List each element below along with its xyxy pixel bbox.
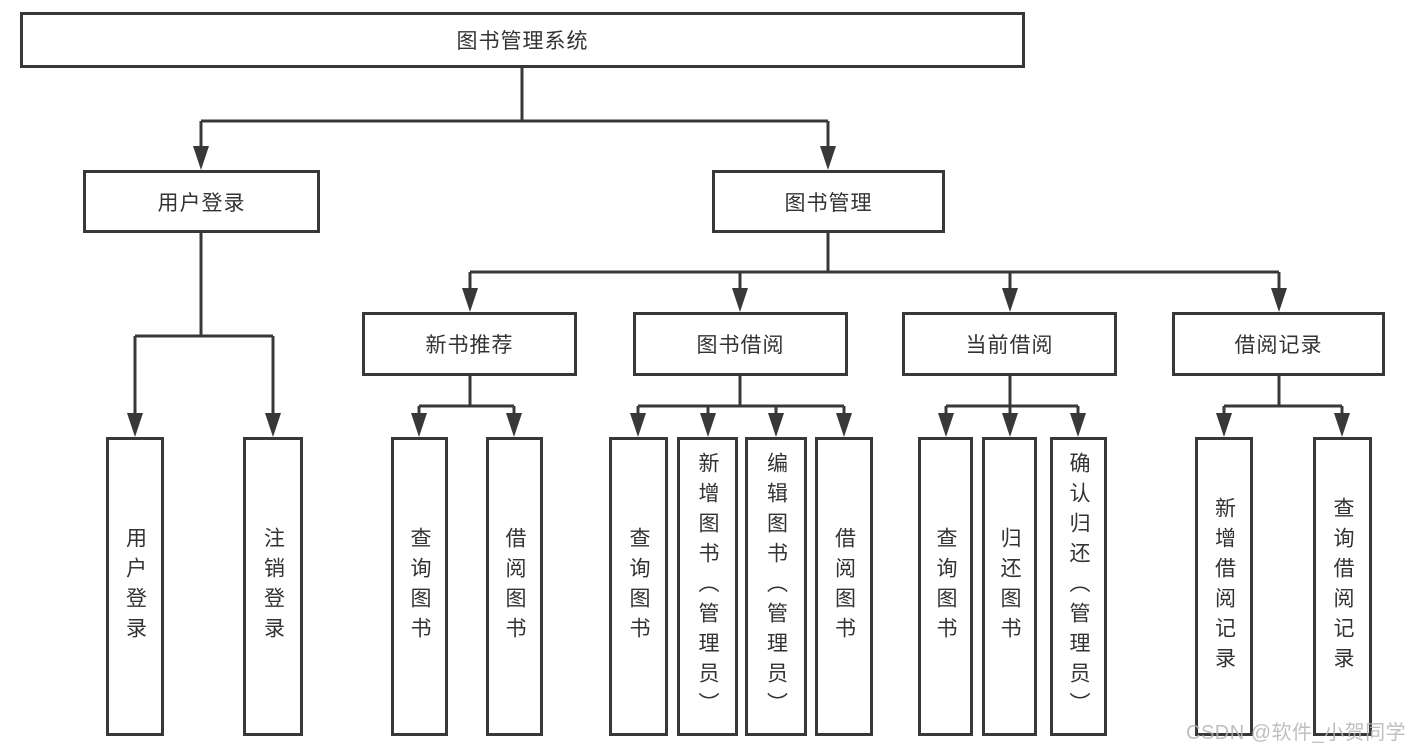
node-new-books: 新书推荐 <box>362 312 577 376</box>
leaf-add-borrow-record: 新增借阅记录 <box>1195 437 1253 736</box>
leaf-query-books-3: 查询图书 <box>918 437 973 736</box>
leaf-user-login: 用户登录 <box>106 437 164 736</box>
node-book-borrow-label: 图书借阅 <box>696 334 785 357</box>
leaf-label: 新增借阅记录 <box>1212 496 1236 677</box>
leaf-label: 借阅图书 <box>832 526 856 647</box>
node-new-books-label: 新书推荐 <box>425 334 514 357</box>
node-root: 图书管理系统 <box>20 12 1025 68</box>
leaf-label: 注销登录 <box>261 526 285 647</box>
leaf-label: 编辑图书（管理员） <box>764 451 788 722</box>
leaf-return-books: 归还图书 <box>982 437 1037 736</box>
leaf-logout: 注销登录 <box>243 437 303 736</box>
leaf-label: 确认归还（管理员） <box>1067 451 1090 722</box>
leaf-label: 用户登录 <box>123 526 147 647</box>
leaf-confirm-return-admin: 确认归还（管理员） <box>1050 437 1107 736</box>
leaf-label: 查询图书 <box>934 526 957 647</box>
node-book-borrow: 图书借阅 <box>633 312 848 376</box>
node-book-mgmt-label: 图书管理 <box>784 191 873 215</box>
leaf-add-books-admin: 新增图书（管理员） <box>677 437 738 736</box>
leaf-borrow-books-2: 借阅图书 <box>815 437 873 736</box>
node-current-borrow: 当前借阅 <box>902 312 1117 376</box>
node-book-mgmt: 图书管理 <box>712 170 945 233</box>
leaf-label: 查询借阅记录 <box>1331 496 1354 677</box>
node-root-label: 图书管理系统 <box>456 30 589 53</box>
node-borrow-records: 借阅记录 <box>1172 312 1385 376</box>
leaf-query-borrow-record: 查询借阅记录 <box>1313 437 1372 736</box>
leaf-query-books-2: 查询图书 <box>609 437 668 736</box>
node-borrow-records-label: 借阅记录 <box>1234 334 1323 357</box>
node-user-login-label: 用户登录 <box>157 191 246 215</box>
leaf-borrow-books-1: 借阅图书 <box>486 437 543 736</box>
leaf-label: 借阅图书 <box>503 526 526 647</box>
leaf-label: 新增图书（管理员） <box>696 451 719 722</box>
leaf-edit-books-admin: 编辑图书（管理员） <box>745 437 807 736</box>
node-current-borrow-label: 当前借阅 <box>965 334 1054 357</box>
node-user-login: 用户登录 <box>83 170 320 233</box>
leaf-query-books-1: 查询图书 <box>391 437 448 736</box>
arrowhead-icons <box>127 146 1350 437</box>
csdn-watermark: CSDN @软件_小贺同学 <box>1186 722 1405 744</box>
leaf-label: 查询图书 <box>627 526 650 647</box>
leaf-label: 归还图书 <box>998 526 1021 647</box>
leaf-label: 查询图书 <box>408 526 431 647</box>
